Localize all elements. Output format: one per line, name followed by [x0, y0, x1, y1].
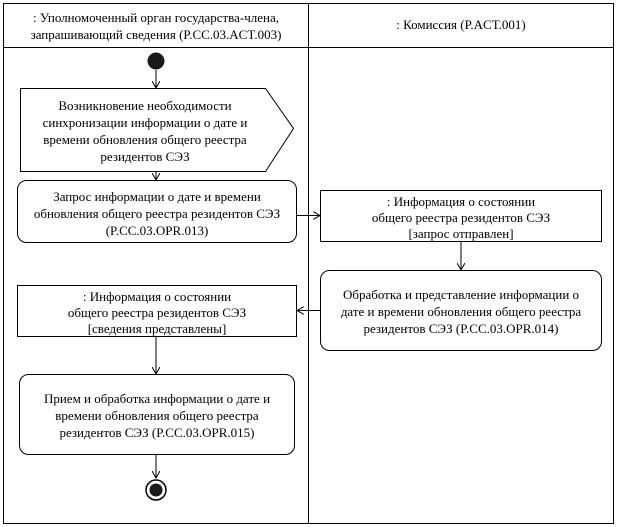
action-receive: [19, 374, 295, 455]
obj-sent-text-1: : Информация о состоянии: [387, 194, 535, 209]
process-text-2: дате и времени обновления общего реестра: [341, 304, 582, 319]
process-text-1: Обработка и представление информации о: [343, 287, 579, 302]
process-text-3: резидентов СЭЗ (P.CC.03.OPR.014): [363, 321, 558, 336]
action-request: [17, 180, 297, 243]
signal-text-2: синхронизации информации о дате и: [43, 115, 248, 130]
signal-text-3: времени обновления общего реестра: [43, 132, 247, 147]
action-process: [320, 270, 602, 351]
receive-text-2: времени обновления общего реестра: [55, 408, 259, 423]
obj-provided-text-2: общего реестра резидентов СЭЗ: [68, 305, 246, 320]
object-node-sent: [320, 190, 602, 242]
obj-sent-text-2: общего реестра резидентов СЭЗ: [372, 210, 550, 225]
obj-provided-text-3: [сведения представлены]: [88, 321, 227, 336]
lane-title-right: : Комиссия (P.ACT.001): [396, 17, 526, 32]
request-text-2: обновления общего реестра резидентов СЭЗ: [34, 206, 280, 221]
signal-text-1: Возникновение необходимости: [58, 98, 231, 113]
lane-title-left-line2: запрашивающий сведения (P.CC.03.ACT.003): [31, 27, 282, 42]
lane-title-left: : Уполномоченный орган государства-члена…: [33, 10, 279, 25]
request-text-3: (P.CC.03.OPR.013): [106, 223, 209, 238]
initial-node: [147, 52, 165, 70]
receive-text-1: Прием и обработка информации о дате и: [44, 391, 270, 406]
obj-provided-text-1: : Информация о состоянии: [83, 289, 231, 304]
obj-sent-text-3: [запрос отправлен]: [408, 226, 513, 241]
signal-text-4: резидентов СЭЗ: [100, 149, 189, 164]
receive-text-3: резидентов СЭЗ (P.CC.03.OPR.015): [59, 425, 254, 440]
request-text-1: Запрос информации о дате и времени: [53, 189, 261, 204]
signal-node: [20, 88, 295, 172]
object-node-provided: [17, 285, 297, 337]
final-node: [149, 483, 163, 497]
